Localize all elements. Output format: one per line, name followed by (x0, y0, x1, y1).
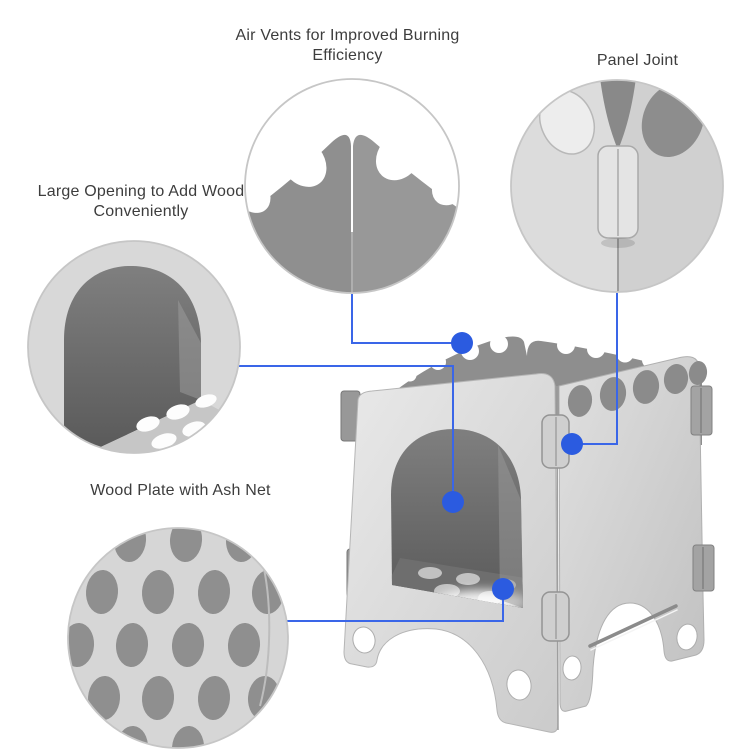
front-panel (343, 373, 559, 733)
target-dot-ash-net (492, 578, 514, 600)
panel-seam (541, 385, 570, 731)
connector-large-opening (239, 365, 454, 502)
label-air-vents: Air Vents for Improved Burning Efficienc… (235, 27, 460, 64)
label-ash-net: Wood Plate with Ash Net (90, 482, 271, 499)
target-dot-air-vents (451, 332, 473, 354)
connector-panel-joint (572, 293, 618, 445)
callout-circle-air-vents (244, 78, 460, 294)
right-edge-tabs (690, 385, 715, 592)
target-dot-large-opening (442, 491, 464, 513)
callout-circle-ash-net (67, 527, 289, 749)
right-panel (558, 356, 708, 712)
callout-circle-large-opening (27, 240, 241, 454)
stove (340, 335, 715, 733)
label-large-opening: Large Opening to Add Wood Conveniently (37, 183, 245, 220)
label-panel-joint: Panel Joint (596, 52, 679, 69)
connector-air-vents (351, 294, 462, 344)
target-dot-panel-joint (561, 433, 583, 455)
callout-circle-panel-joint (510, 79, 724, 293)
right-panel-vent-holes (567, 361, 708, 417)
panel-slit (588, 604, 678, 651)
connector-lines (239, 293, 618, 622)
